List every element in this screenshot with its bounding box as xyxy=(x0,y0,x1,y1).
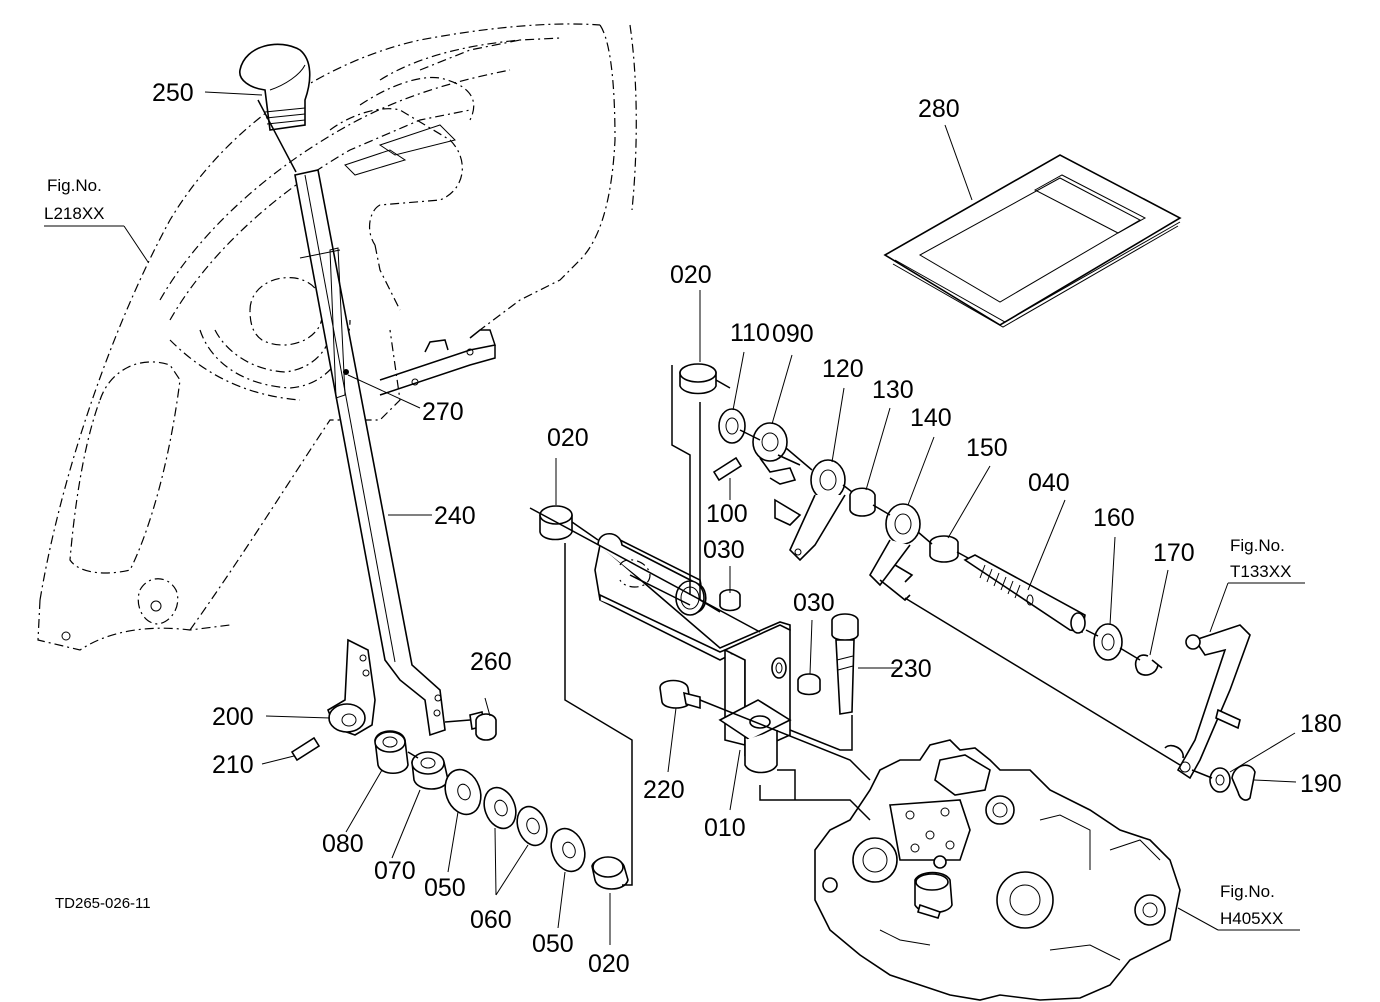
label-110: 110 xyxy=(730,319,770,347)
washer-160 xyxy=(1093,623,1123,661)
label-140: 140 xyxy=(910,404,952,432)
arm-090 xyxy=(752,422,801,485)
label-090: 090 xyxy=(772,320,814,348)
label-020-bottom: 020 xyxy=(588,950,630,978)
shaft-040 xyxy=(963,554,1086,634)
fig-l218-code: L218XX xyxy=(44,204,105,223)
label-220: 220 xyxy=(643,776,685,804)
fender-assembly xyxy=(37,23,637,651)
arm-120 xyxy=(774,459,846,562)
label-170: 170 xyxy=(1153,539,1195,567)
label-040: 040 xyxy=(1028,469,1070,497)
label-010: 010 xyxy=(704,814,746,842)
bolt-260 xyxy=(469,711,497,741)
rod-link xyxy=(1164,624,1251,780)
bushing-020-mid xyxy=(539,505,573,541)
label-070: 070 xyxy=(374,857,416,885)
washer-180 xyxy=(1209,767,1231,793)
washer-110 xyxy=(718,408,746,444)
label-150: 150 xyxy=(966,434,1008,462)
bushing-080 xyxy=(374,730,409,775)
valve-body xyxy=(814,739,1181,1001)
figure-references: Fig.No. L218XX Fig.No. T133XX Fig.No. H4… xyxy=(44,176,1291,928)
label-240: 240 xyxy=(434,502,476,530)
label-160: 160 xyxy=(1093,504,1135,532)
label-020-mid: 020 xyxy=(547,424,589,452)
washer-050b xyxy=(550,827,586,873)
leader-lines xyxy=(44,91,1305,945)
label-020-top: 020 xyxy=(670,261,712,289)
washer-060b xyxy=(516,805,548,847)
pin-100 xyxy=(712,456,743,482)
position-lever-240 xyxy=(294,169,446,737)
bolt-230 xyxy=(831,613,859,715)
arm-140 xyxy=(869,503,921,602)
bushing-030a xyxy=(719,588,741,612)
label-080: 080 xyxy=(322,830,364,858)
clip-170 xyxy=(1134,654,1163,676)
bushing-150 xyxy=(929,535,959,563)
drawing-code: TD265-026-11 xyxy=(55,895,151,912)
label-030a: 030 xyxy=(703,536,745,564)
assembly-guide-lines xyxy=(257,99,1213,886)
bushing-030b xyxy=(797,673,821,696)
label-130: 130 xyxy=(872,376,914,404)
bushing-020-top xyxy=(679,363,717,395)
label-250: 250 xyxy=(152,79,194,107)
fig-h405-code: H405XX xyxy=(1220,909,1283,928)
label-180: 180 xyxy=(1300,710,1342,738)
arm-200 xyxy=(327,638,376,736)
pin-210 xyxy=(290,736,321,762)
label-230: 230 xyxy=(890,655,932,683)
label-050a: 050 xyxy=(424,874,466,902)
label-270: 270 xyxy=(422,398,464,426)
knob-250 xyxy=(239,43,311,131)
washer-060a xyxy=(483,786,517,830)
label-060: 060 xyxy=(470,906,512,934)
label-210: 210 xyxy=(212,751,254,779)
label-260: 260 xyxy=(470,648,512,676)
bushing-020-bottom xyxy=(591,856,629,890)
washer-050a xyxy=(444,768,482,816)
label-100: 100 xyxy=(706,500,748,528)
fig-t133-code: T133XX xyxy=(1230,562,1291,581)
label-200: 200 xyxy=(212,703,254,731)
label-030b: 030 xyxy=(793,589,835,617)
fig-l218-title: Fig.No. xyxy=(47,176,102,195)
bracket-010 xyxy=(594,532,792,774)
fig-h405-title: Fig.No. xyxy=(1220,882,1275,901)
fig-t133-title: Fig.No. xyxy=(1230,536,1285,555)
label-190: 190 xyxy=(1300,770,1342,798)
label-050b: 050 xyxy=(532,930,574,958)
bushing-130 xyxy=(849,487,876,517)
part-labels: 250 280 270 240 260 200 210 080 070 050 … xyxy=(152,79,1342,978)
label-120: 120 xyxy=(822,355,864,383)
manual-280 xyxy=(883,154,1182,328)
label-280: 280 xyxy=(918,95,960,123)
bolt-220 xyxy=(659,679,701,710)
pin-190 xyxy=(1231,764,1256,801)
